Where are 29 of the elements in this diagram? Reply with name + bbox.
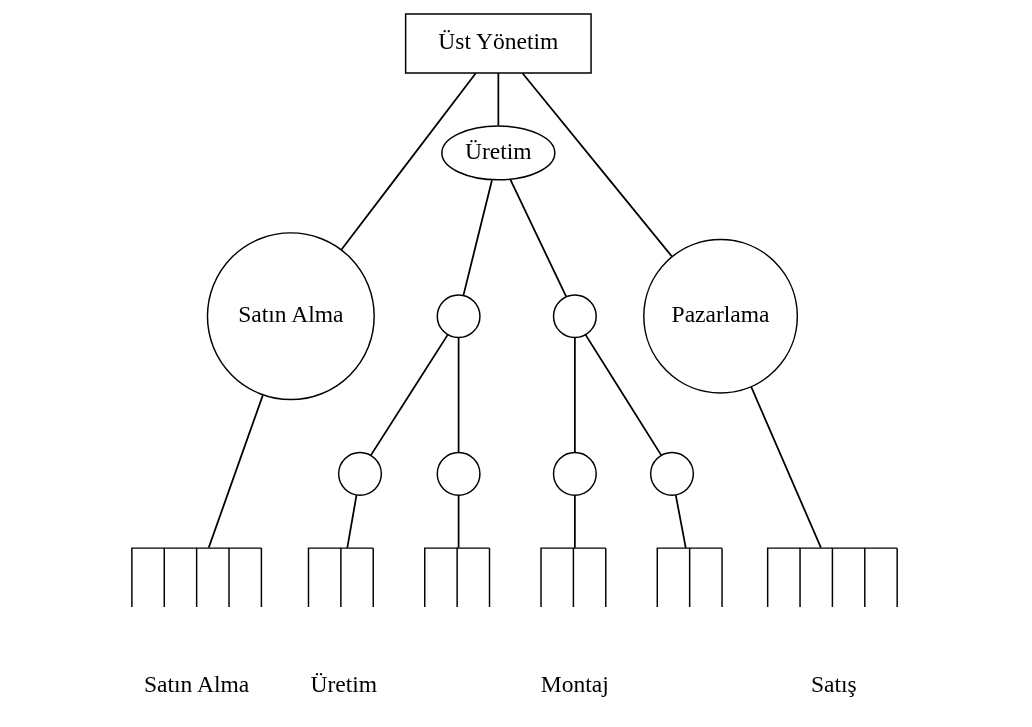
connector [457,337,460,453]
connector [584,333,663,456]
connector [462,179,493,296]
label: Üretim [310,671,378,698]
connector [207,394,264,549]
connector [497,72,500,127]
connector [674,494,687,549]
node-circle: Satın Alma [206,232,375,401]
node-box: Üst Yönetim [404,13,592,74]
node-circle [552,294,597,339]
connector [574,337,576,453]
connector [346,494,358,549]
connector [521,72,673,258]
node-circle [436,451,481,496]
connector [370,333,449,456]
node-circle [552,451,597,496]
label: Satın Alma [144,671,250,698]
node-circle [436,294,481,339]
node-circle: Pazarlama [643,238,799,394]
connector [457,494,460,549]
node-ellipse: Üretim [441,125,556,181]
connector [750,386,822,549]
label: Satış [811,671,857,698]
node-circle [649,451,695,496]
node-circle [337,451,383,496]
connector [509,178,567,298]
connector [574,494,576,549]
connector [340,72,477,251]
label: Montaj [540,671,609,698]
